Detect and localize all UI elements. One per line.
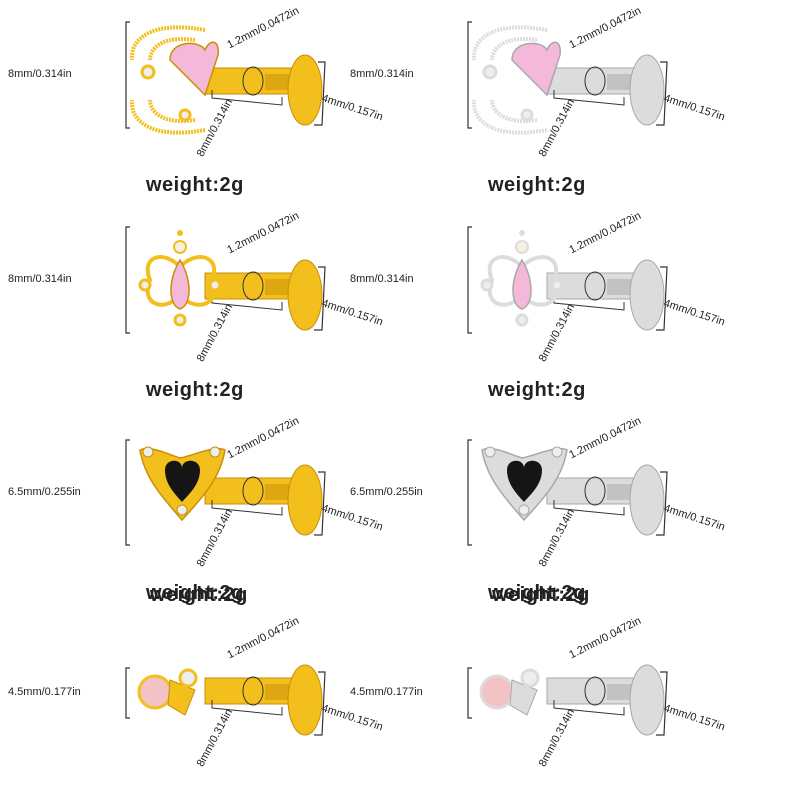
- height-dimension-label: 8mm/0.314in: [350, 68, 414, 80]
- weight-label: weight:2g: [488, 582, 586, 604]
- jewelry-illustration: [467, 439, 668, 546]
- jewelry-illustration: [125, 664, 326, 736]
- height-dimension-label: 8mm/0.314in: [8, 68, 72, 80]
- weight-label: weight:2g: [488, 174, 586, 196]
- jewelry-illustration: [125, 21, 326, 135]
- jewelry-illustration: [467, 21, 668, 135]
- jewelry-illustration: [467, 226, 668, 334]
- height-dimension-label: 4.5mm/0.177in: [8, 686, 81, 698]
- jewelry-illustration: [125, 226, 326, 334]
- weight-label: weight:2g: [146, 379, 244, 401]
- weight-label: weight:2g: [492, 584, 590, 606]
- height-dimension-label: 6.5mm/0.255in: [350, 485, 423, 498]
- height-dimension-label: 4.5mm/0.177in: [350, 686, 423, 698]
- jewelry-illustration: [467, 664, 668, 736]
- weight-label: weight:2g: [146, 582, 244, 604]
- weight-label: weight:2g: [488, 379, 586, 401]
- height-dimension-label: 8mm/0.314in: [8, 273, 72, 285]
- weight-label: weight:2g: [146, 174, 244, 196]
- height-dimension-label: 8mm/0.314in: [350, 273, 414, 285]
- height-dimension-label: 6.5mm/0.255in: [8, 485, 81, 498]
- weight-label: weight:2g: [150, 584, 248, 606]
- jewelry-illustration: [125, 439, 326, 546]
